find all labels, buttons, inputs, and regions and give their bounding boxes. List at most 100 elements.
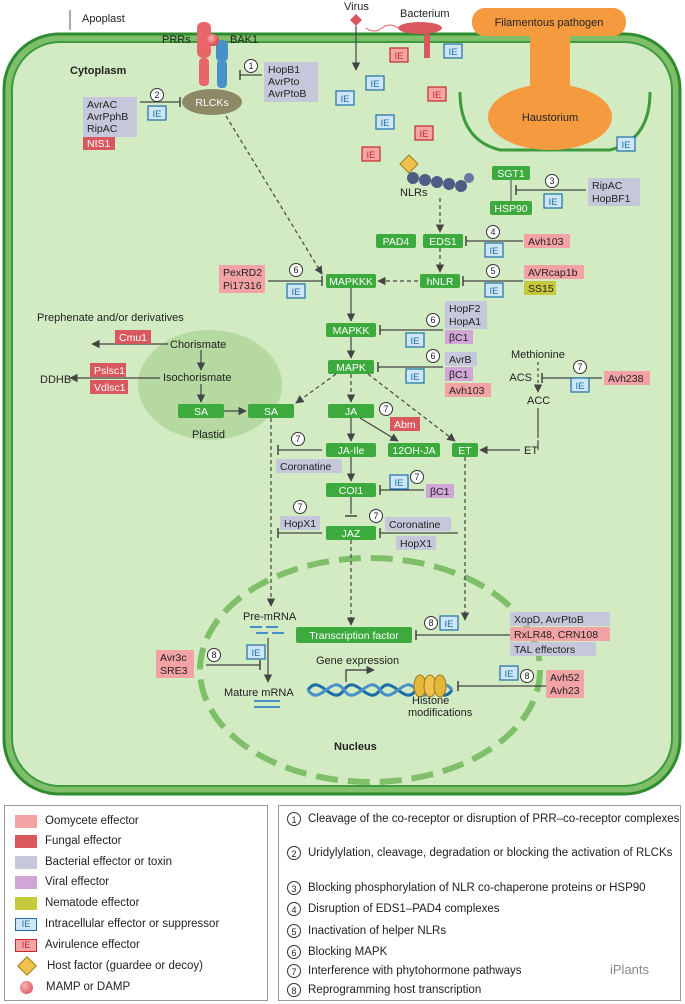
ie-tag-7d: IE xyxy=(395,478,404,489)
effector-group-3 xyxy=(588,178,640,206)
ie-tag-t3: IE xyxy=(341,94,350,105)
mapk-label: MAPK xyxy=(336,362,366,374)
num-7e-badge xyxy=(293,500,307,514)
ie-tag-4: IE xyxy=(490,246,499,257)
legend-text: Disruption of EDS1–PAD4 complexes xyxy=(308,903,500,915)
num-7c-badge xyxy=(573,360,587,374)
effector-sre3: SRE3 xyxy=(160,665,188,677)
pad4-node xyxy=(376,234,416,248)
mapkkk-node xyxy=(326,274,376,288)
coi1-label: COI1 xyxy=(339,485,364,497)
hsp90-label: HSP90 xyxy=(494,203,527,215)
ie-tag-t4: IE xyxy=(371,79,380,90)
iev-tag-t8: IE xyxy=(367,150,376,161)
nlrs-label: NLRs xyxy=(400,187,428,199)
effector-rxlr48: RxLR48, CRN108 xyxy=(514,629,598,641)
num-7f: 7 xyxy=(373,511,378,521)
effector-abm-box xyxy=(390,417,420,431)
ie-tag-6c: IE xyxy=(411,372,420,383)
ie-box-t2 xyxy=(443,43,463,59)
legend-text: Blocking MAPK xyxy=(308,946,388,958)
num-circle: 8 xyxy=(287,983,301,997)
num-circle: 3 xyxy=(287,881,301,895)
effector-abm: Abm xyxy=(394,419,416,431)
ie-box-3 xyxy=(543,193,563,209)
ie-tag-2: IE xyxy=(153,109,162,120)
effector-bc1-box-a xyxy=(445,330,473,344)
effector-avh103-b: Avh103 xyxy=(449,385,485,397)
mapkk-label: MAPKK xyxy=(333,325,370,337)
effector-bc1-c: βC1 xyxy=(430,486,450,498)
num-6c: 6 xyxy=(430,351,435,361)
num-4-badge xyxy=(486,225,500,239)
num-7e: 7 xyxy=(297,502,302,512)
effector-avrptob: AvrPtoB xyxy=(268,88,306,100)
ie-box-8b xyxy=(439,615,459,631)
bacterium-flagellum xyxy=(365,24,399,32)
ja-label: JA xyxy=(345,406,357,418)
effector-group-1 xyxy=(264,62,318,102)
effector-pslsc1: Pslsc1 xyxy=(94,365,125,377)
effector-hopx1-a: HopX1 xyxy=(284,518,316,530)
bacterial-swatch xyxy=(15,855,37,869)
jaz-label: JAZ xyxy=(342,528,361,540)
chorismate-label: Chorismate xyxy=(170,339,226,351)
hsp90-node xyxy=(490,201,532,215)
ie-box-8c xyxy=(499,665,519,681)
effector-xopd: XopD, AvrPtoB xyxy=(514,614,584,626)
legend-text: Cleavage of the co-receptor or disruptio… xyxy=(308,813,680,825)
ie-box-t4 xyxy=(365,75,385,91)
effector-avrcap1b-box xyxy=(524,265,584,279)
ie-tag-6b: IE xyxy=(411,336,420,347)
prr-receptor-base xyxy=(199,58,209,86)
oomycete-swatch xyxy=(15,814,37,828)
effector-avrcap1b: AVRcap1b xyxy=(528,267,578,279)
effector-bc1-box-c xyxy=(426,484,454,498)
num-6b-badge xyxy=(426,313,440,327)
ie-tag-8b: IE xyxy=(445,619,454,630)
tf-node xyxy=(296,627,412,643)
mature-mrna-strands xyxy=(254,700,280,708)
bacterium-body xyxy=(398,22,442,34)
tss-arrow xyxy=(345,665,375,682)
legend-label: Viral effector xyxy=(45,876,110,888)
et-plain-label: ET xyxy=(524,445,538,457)
host-factor-diamond xyxy=(399,154,419,174)
effector-ss15: SS15 xyxy=(528,283,554,295)
iev-box-t1 xyxy=(389,47,409,63)
nucleus-label: Nucleus xyxy=(334,741,377,753)
iev-box-t5 xyxy=(427,86,447,102)
effector-avh103: Avh103 xyxy=(528,236,564,248)
num-circle: 5 xyxy=(287,924,301,938)
rlcks-node xyxy=(182,89,242,115)
apoplast-label: Apoplast xyxy=(82,13,125,25)
num-2-badge xyxy=(150,88,164,102)
effector-group-6a xyxy=(219,265,265,293)
histone-label-2: modifications xyxy=(408,707,473,719)
effector-avh103b-box xyxy=(445,383,491,397)
effector-avrb: AvrB xyxy=(449,354,472,366)
legend-mech-8: 8 Reprogramming host transcription xyxy=(287,983,481,997)
effector-group-8c xyxy=(546,670,584,698)
legend-text: Reprogramming host transcription xyxy=(308,984,482,996)
num-circle: 6 xyxy=(287,945,301,959)
effector-avr3c: Avr3c xyxy=(160,652,187,664)
ja-ile-node xyxy=(326,443,376,457)
effector-cmu1-box xyxy=(115,330,151,344)
prephenate-label: Prephenate and/or derivatives xyxy=(37,312,184,324)
filamentous-pathogen xyxy=(472,8,626,36)
effector-group-6b xyxy=(445,301,487,329)
legend-text: Uridylylation, cleavage, degradation or … xyxy=(308,847,673,859)
num-8a-badge xyxy=(207,648,221,662)
legend-mech-6: 6 Blocking MAPK xyxy=(287,945,387,959)
hnlr-node xyxy=(420,274,460,288)
num-5-badge xyxy=(486,264,500,278)
mapk-node xyxy=(328,360,374,374)
effector-hopf2: HopF2 xyxy=(449,303,481,315)
ie-tag-3: IE xyxy=(549,197,558,208)
legend-host-factor: Host factor (guardee or decoy) xyxy=(15,956,203,976)
ja-ile-label: JA-Ile xyxy=(338,445,365,457)
effector-hopx1a-box xyxy=(280,516,320,530)
